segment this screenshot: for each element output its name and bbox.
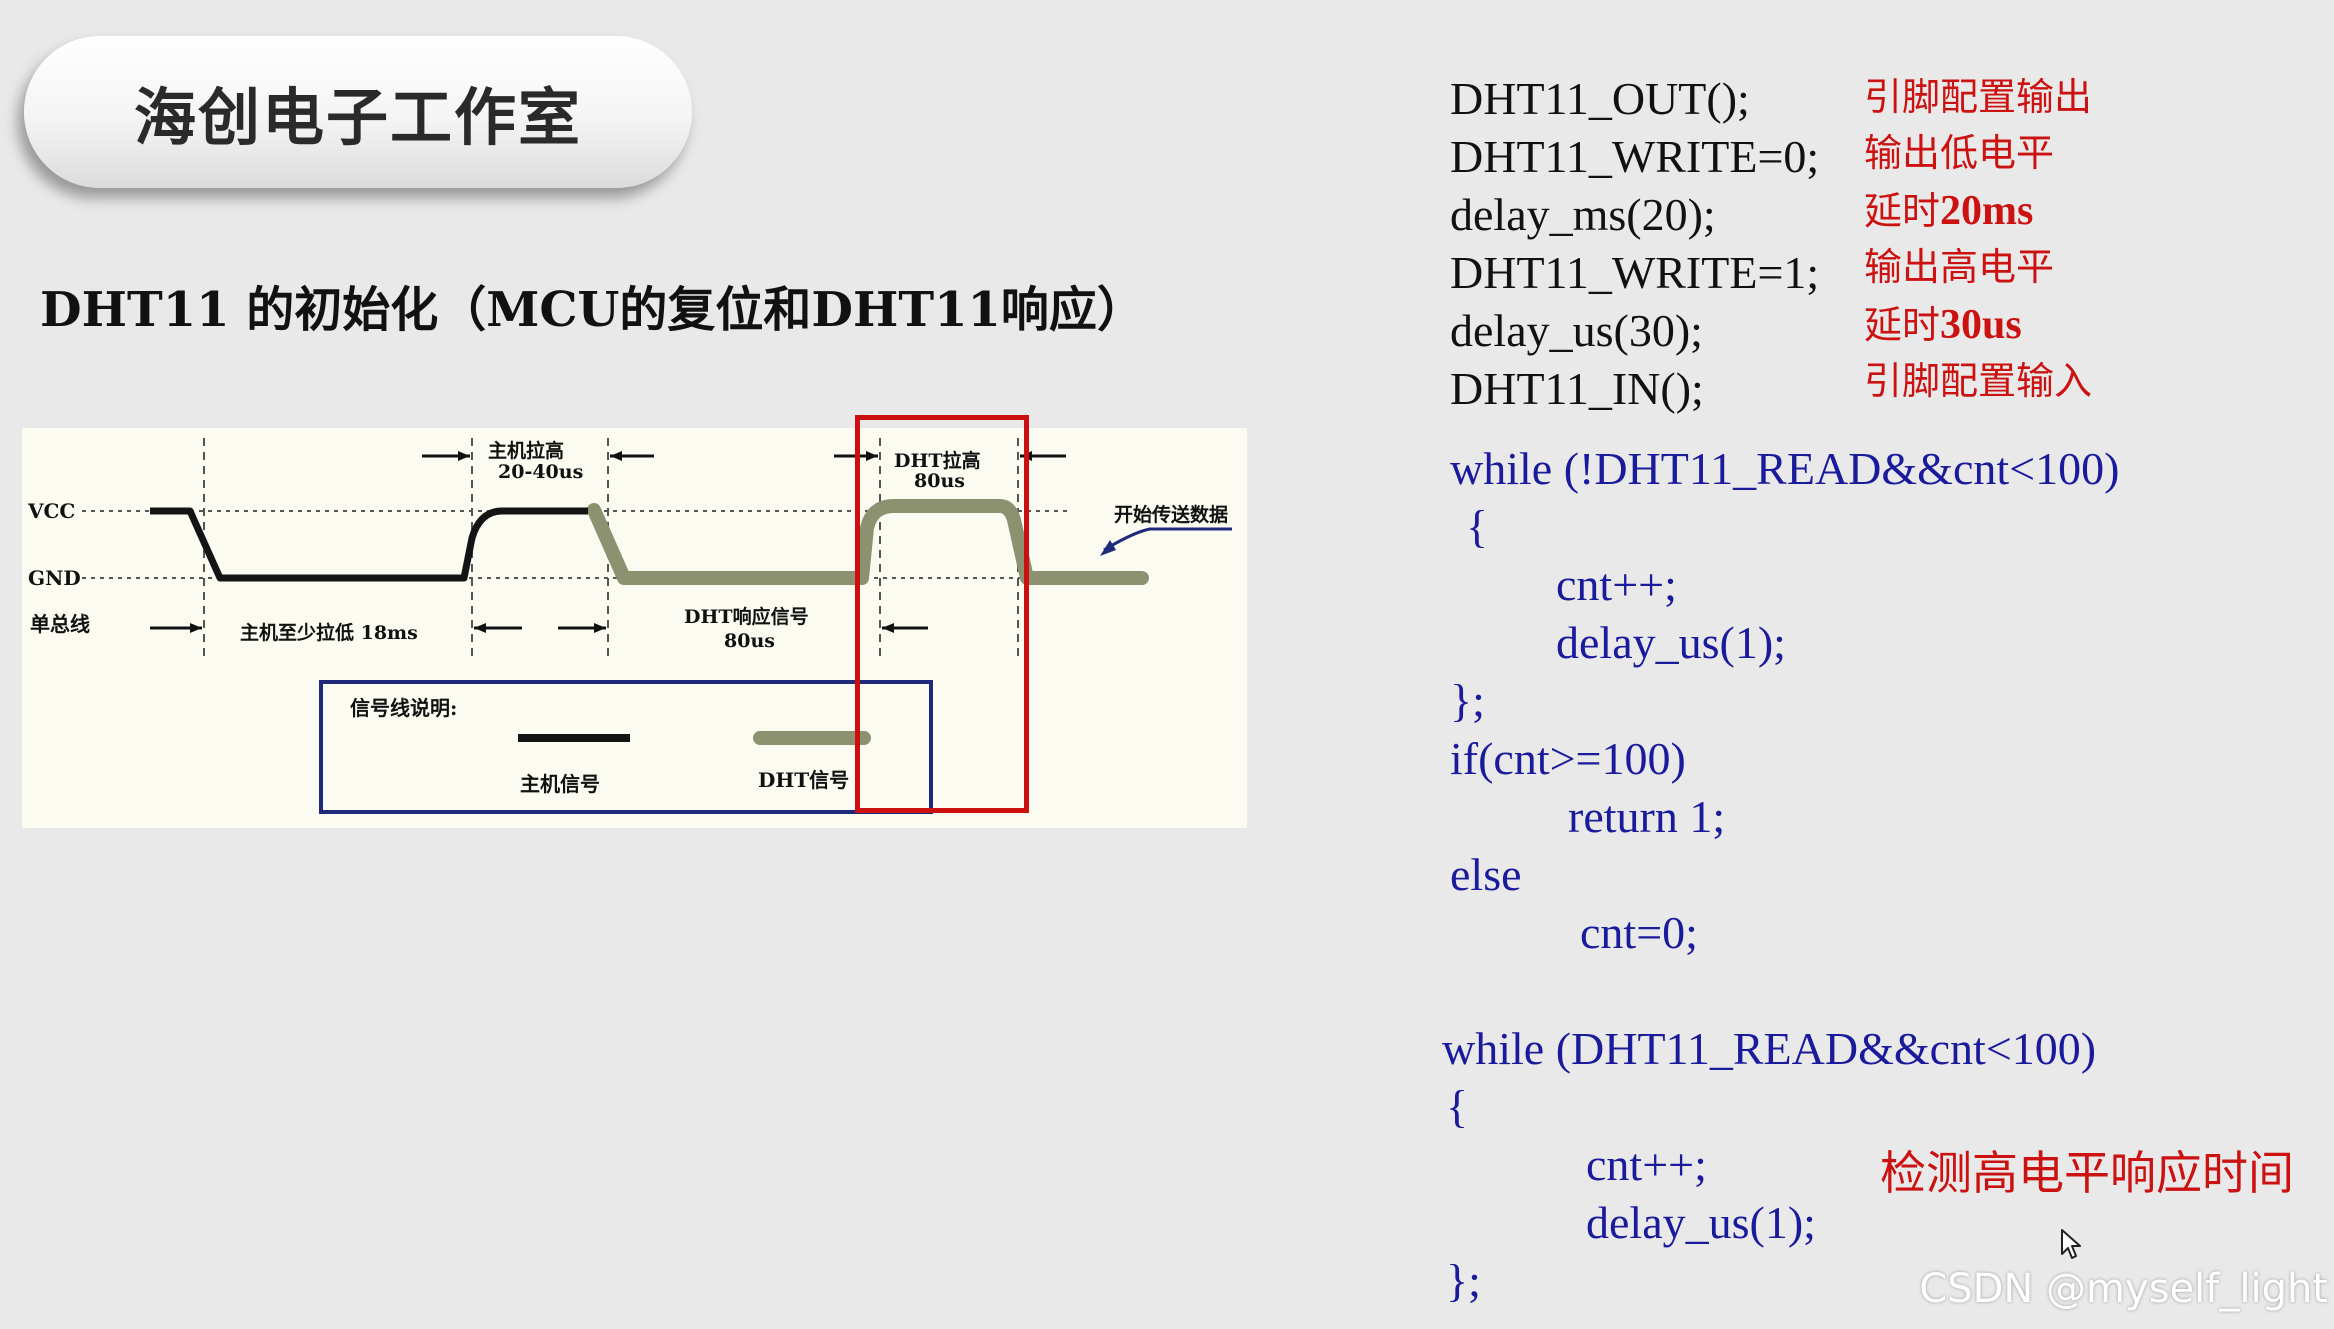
legend-box (319, 680, 933, 814)
arrow-head (594, 623, 606, 633)
gnd-label: GND (28, 566, 81, 590)
code-line-write1: DHT11_WRITE=1; (1450, 247, 1820, 298)
studio-badge: 海创电子工作室 (24, 36, 692, 188)
note-high-level-response: 检测高电平响应时间 (1880, 1146, 2294, 1200)
note-pin-output: 引脚配置输出 (1864, 75, 2093, 119)
arrow-head (458, 451, 470, 461)
note-output-low: 输出低电平 (1864, 131, 2055, 175)
dht-pull-high-label: DHT拉高 (894, 450, 981, 472)
dht-response-time: 80us (724, 630, 775, 652)
timing-diagram: VCC GND 单总线 主机拉高 20-40us 主机至少拉低 18ms DHT… (22, 428, 1247, 828)
code-line-delay-ms: delay_ms(20); (1450, 189, 1716, 240)
note-pin-input: 引脚配置输入 (1864, 359, 2093, 403)
arrow-head (474, 623, 486, 633)
dht-response-label: DHT响应信号 (684, 606, 809, 628)
loop2-close-brace: }; (1446, 1255, 1481, 1306)
loop2-delay: delay_us(1); (1586, 1197, 1816, 1248)
loop2-open-brace: { (1446, 1081, 1469, 1132)
legend-title: 信号线说明: (350, 696, 458, 720)
start-data-pointer-head (1100, 540, 1116, 556)
host-signal-trace (150, 507, 588, 582)
dht-signal-trace (587, 499, 1149, 585)
slide-heading: DHT11 的初始化（MCU的复位和DHT11响应） (40, 282, 1145, 338)
legend-dht-label: DHT信号 (758, 768, 850, 792)
arrow-head (610, 451, 622, 461)
mouse-pointer-icon (2061, 1229, 2081, 1259)
code-line-out: DHT11_OUT(); (1450, 73, 1750, 124)
legend-host-label: 主机信号 (520, 772, 600, 796)
arrow-head (190, 623, 202, 633)
loop1-if: if(cnt>=100) (1450, 733, 1686, 784)
code-line-write0: DHT11_WRITE=0; (1450, 131, 1820, 182)
dht-pull-high-time: 80us (914, 470, 965, 492)
loop1-while: while (!DHT11_READ&&cnt<100) (1450, 443, 2120, 494)
arrow-head (882, 623, 894, 633)
loop1-close-brace: }; (1450, 675, 1485, 726)
highlight-box (855, 415, 1029, 813)
note-delay-20ms: 延时20ms (1864, 188, 2034, 234)
loop1-open-brace: { (1466, 501, 1489, 552)
bus-label: 单总线 (30, 612, 90, 636)
start-data-pointer (1103, 527, 1232, 552)
csdn-watermark: CSDN @myself_light (1919, 1266, 2328, 1312)
host-pull-high-label: 主机拉高 (488, 440, 565, 462)
studio-title: 海创电子工作室 (133, 81, 582, 154)
loop1-return: return 1; (1568, 791, 1726, 842)
loop1-cnt-reset: cnt=0; (1580, 907, 1698, 958)
host-pull-low-label: 主机至少拉低 18ms (240, 622, 418, 644)
code-line-delay-us: delay_us(30); (1450, 305, 1703, 356)
loop2-cnt-inc: cnt++; (1586, 1139, 1707, 1190)
host-pull-high-time: 20-40us (498, 461, 584, 483)
arrow-head (866, 451, 878, 461)
vcc-label: VCC (28, 499, 76, 523)
loop2-while: while (DHT11_READ&&cnt<100) (1442, 1023, 2097, 1074)
loop1-cnt-inc: cnt++; (1556, 559, 1677, 610)
note-delay-30us: 延时30us (1864, 302, 2022, 348)
code-line-in: DHT11_IN(); (1450, 363, 1704, 414)
start-data-label: 开始传送数据 (1114, 504, 1229, 526)
loop1-delay: delay_us(1); (1556, 617, 1786, 668)
note-output-high: 输出高电平 (1864, 245, 2055, 289)
loop1-else: else (1450, 849, 1522, 900)
